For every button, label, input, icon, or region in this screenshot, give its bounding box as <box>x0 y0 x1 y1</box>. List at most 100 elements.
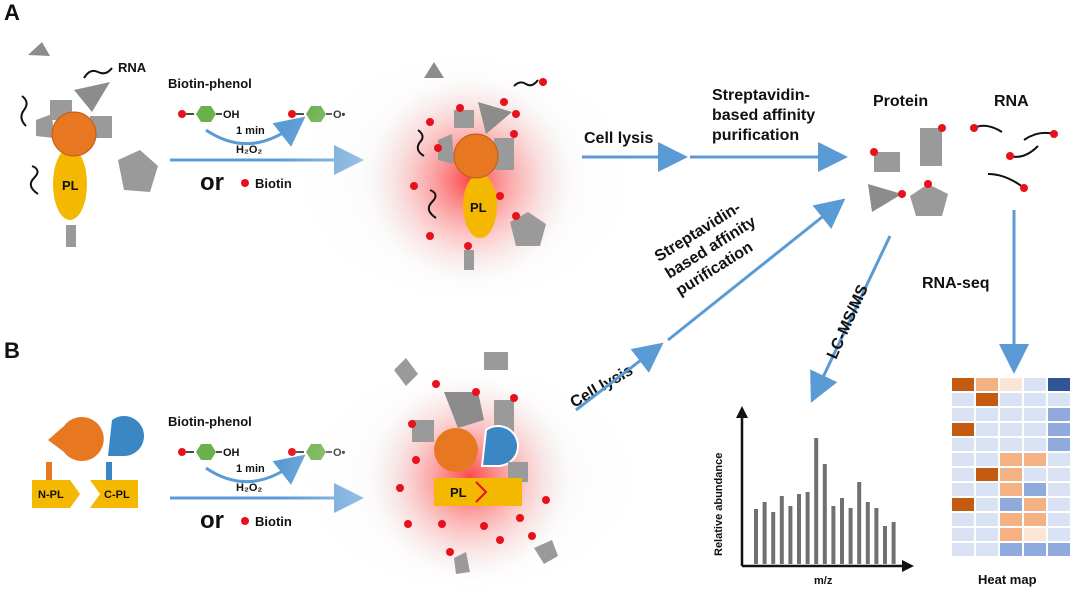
spectrum-bar <box>805 492 810 564</box>
heatmap-cell <box>1000 483 1022 496</box>
heatmap-cell <box>1000 393 1022 406</box>
spectrum-bar <box>779 496 784 564</box>
biotin-dot <box>241 179 249 187</box>
heatmap-cell <box>952 378 974 391</box>
spectrum-xlabel: m/z <box>814 575 833 587</box>
heatmap-cell <box>952 543 974 556</box>
heatmap-cell <box>1000 498 1022 511</box>
heatmap-cell <box>1048 483 1070 496</box>
pl-label: PL <box>470 200 487 215</box>
heatmap-cell <box>1048 438 1070 451</box>
heatmap-cell <box>976 528 998 541</box>
heatmap-cell <box>1024 453 1046 466</box>
spectrum-bar <box>891 522 896 564</box>
heatmap-cell <box>952 453 974 466</box>
rna-strand <box>29 165 39 195</box>
heatmap-cell <box>952 438 974 451</box>
heatmap-cell <box>1024 513 1046 526</box>
panel-b-letter: B <box>4 338 20 363</box>
heatmap-cell <box>1024 483 1046 496</box>
heatmap-cell <box>1024 543 1046 556</box>
spectrum-bar <box>762 502 767 564</box>
spectrum-bar <box>848 508 853 564</box>
purification-line-2: based affinity <box>712 107 815 124</box>
heatmap-cell <box>1000 513 1022 526</box>
orange-bait <box>48 417 104 461</box>
heatmap-cell <box>976 453 998 466</box>
heatmap-cell <box>976 378 998 391</box>
reagent-label-b: Biotin-phenol <box>168 414 252 429</box>
heatmap-cell <box>1024 393 1046 406</box>
heatmap-cell <box>1000 408 1022 421</box>
spectrum-bar <box>857 482 862 564</box>
pl-enzyme <box>53 148 87 220</box>
heatmap-cell <box>1048 423 1070 436</box>
rna-header: RNA <box>994 93 1029 110</box>
purification-line-1: Streptavidin- <box>712 87 810 104</box>
heatmap-cells <box>952 378 1070 556</box>
heatmap-cell <box>1048 543 1070 556</box>
heatmap-cell <box>976 483 998 496</box>
heatmap-cell <box>976 543 998 556</box>
spectrum-bar <box>771 512 776 564</box>
npl-label: N-PL <box>38 489 64 501</box>
biotin-dot <box>288 110 296 118</box>
heatmap-cell <box>976 423 998 436</box>
gray-pentagon <box>118 150 158 192</box>
heatmap-cell <box>952 498 974 511</box>
panel-b-split-pl: N-PL C-PL <box>32 416 144 508</box>
rna-strand <box>20 95 28 127</box>
gray-square <box>66 225 76 247</box>
gray-square <box>36 114 54 138</box>
heatmap-cell <box>952 393 974 406</box>
heatmap-cell <box>1000 468 1022 481</box>
heatmap-cell <box>1048 378 1070 391</box>
heatmap-label: Heat map <box>978 572 1037 587</box>
heatmap: Heat map <box>952 378 1070 587</box>
heatmap-cell <box>952 483 974 496</box>
heatmap-cell <box>976 513 998 526</box>
gray-triangle <box>28 42 50 56</box>
panel-a-labeled-cell: PL <box>276 38 656 318</box>
blue-prey <box>108 416 144 456</box>
spectrum-bar <box>883 526 887 564</box>
heatmap-cell <box>1000 423 1022 436</box>
cell-lysis-label: Cell lysis <box>584 130 653 147</box>
rna-label: RNA <box>118 60 147 75</box>
spectrum-bar <box>865 502 870 564</box>
heatmap-cell <box>976 498 998 511</box>
spectrum-bar <box>797 494 801 564</box>
bait-protein <box>51 111 97 157</box>
analysis-arrows: LC-MS/MS RNA-seq <box>810 210 1029 403</box>
heatmap-cell <box>1024 423 1046 436</box>
lcms-label: LC-MS/MS <box>824 282 872 361</box>
biotin-dot <box>178 110 186 118</box>
heatmap-cell <box>1024 528 1046 541</box>
spectrum-bar <box>822 464 827 564</box>
oh-label: OH <box>223 109 240 121</box>
spectrum-bars <box>754 438 896 564</box>
heatmap-cell <box>952 408 974 421</box>
oh-label-b: OH <box>223 447 240 459</box>
time-label-b: 1 min <box>236 463 265 475</box>
heatmap-cell <box>1000 528 1022 541</box>
n-pl-fragment <box>32 480 80 508</box>
curved-arrow <box>205 116 306 147</box>
heatmap-cell <box>1048 468 1070 481</box>
gray-triangle <box>74 82 110 112</box>
heatmap-cell <box>1048 513 1070 526</box>
rnaseq-label: RNA-seq <box>922 275 990 292</box>
phenol-ring <box>196 106 216 122</box>
heatmap-cell <box>1048 393 1070 406</box>
heatmap-cell <box>1024 498 1046 511</box>
enriched-products: Protein RNA <box>868 93 1058 216</box>
panel-a-letter: A <box>4 0 20 25</box>
c-pl-fragment <box>90 480 138 508</box>
heatmap-cell <box>952 468 974 481</box>
time-label: 1 min <box>236 125 265 137</box>
heatmap-cell <box>1048 528 1070 541</box>
heatmap-cell <box>976 438 998 451</box>
spectrum-bar <box>754 509 758 564</box>
heatmap-cell <box>976 468 998 481</box>
